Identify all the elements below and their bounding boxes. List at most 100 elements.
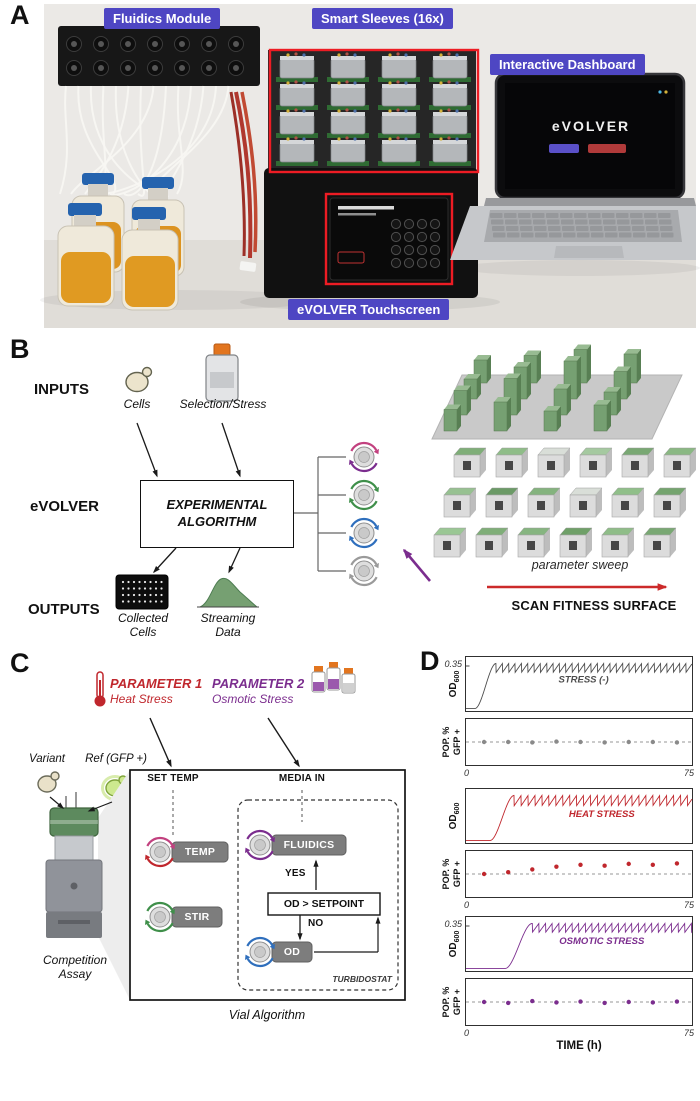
laptop-photo xyxy=(450,72,696,260)
od-setpoint-box xyxy=(267,892,381,916)
parameter-1-subtitle: Heat Stress xyxy=(110,692,173,706)
y-axis-label-od: OD600 xyxy=(447,788,461,844)
set-temp-header: SET TEMP xyxy=(147,773,199,784)
media-in-header: MEDIA IN xyxy=(278,773,326,784)
y-tick-035: 0.35 xyxy=(444,659,462,669)
media-bottles-icon xyxy=(311,662,356,694)
panel-b-schematic xyxy=(115,343,697,610)
knob-icon xyxy=(145,901,175,933)
knob-icon xyxy=(245,829,275,861)
competition-assay-caption: Competition Assay xyxy=(42,953,108,982)
streaming-data-icon xyxy=(197,577,259,608)
od-label-text: OD xyxy=(448,942,459,958)
x-tick-75: 75 xyxy=(683,900,694,910)
y-tick-035: 0.35 xyxy=(444,919,462,929)
y-axis-label-gfp: POP. % GFP + xyxy=(441,978,463,1026)
caption-selection-stress: Selection/Stress xyxy=(179,397,267,411)
row-label-outputs: OUTPUTS xyxy=(28,601,100,618)
turbidostat-label: TURBIDOSTAT xyxy=(332,974,392,984)
x-tick-75: 75 xyxy=(683,1028,694,1038)
panel-c-schematic xyxy=(37,662,406,1001)
knob-icon xyxy=(349,517,379,549)
yes-label: YES xyxy=(285,868,306,879)
parameter-1-title: PARAMETER 1 xyxy=(110,676,203,691)
gfp-label-line2: GFP + xyxy=(451,860,462,888)
x-tick-0: 0 xyxy=(464,900,470,910)
od-label-text: OD xyxy=(448,682,459,698)
caption-streaming-data: Streaming Data xyxy=(200,611,256,640)
thermometer-icon xyxy=(94,671,106,707)
x-axis-label-time: TIME (h) xyxy=(556,1040,602,1052)
plot-gfp-heat-stress xyxy=(465,850,693,898)
stir-capsule xyxy=(171,906,223,928)
x-tick-0: 0 xyxy=(464,1028,470,1038)
dashboard-button xyxy=(549,144,579,153)
label-smart-sleeves: Smart Sleeves (16x) xyxy=(312,8,453,29)
dashboard-button xyxy=(588,144,626,153)
svg-text:HEAT STRESS: HEAT STRESS xyxy=(569,809,635,820)
od-label-text: OD xyxy=(448,814,459,830)
ref-gfp-label: Ref (GFP +) xyxy=(85,753,147,765)
x-tick-75: 75 xyxy=(683,768,694,778)
sleeves-highlight-outline xyxy=(268,48,480,174)
panel-letter-a: A xyxy=(10,0,30,30)
knob-icon xyxy=(349,479,379,511)
gfp-label-line1: POP. % xyxy=(441,986,451,1018)
plot-od-stress-negative: STRESS (-) xyxy=(465,656,693,712)
parameter-knobs xyxy=(349,441,379,587)
sleeve-array xyxy=(433,447,697,558)
panel-a-photo-illustration xyxy=(40,4,700,328)
smart-sleeve-grid xyxy=(276,52,471,166)
gfp-label-line1: POP. % xyxy=(441,726,451,758)
od-label-sub: 600 xyxy=(454,930,461,943)
yeast-cell-icon xyxy=(125,366,153,393)
temp-capsule xyxy=(171,841,229,863)
smart-sleeve-icon xyxy=(45,792,103,938)
knob-icon xyxy=(245,936,275,968)
touchscreen-highlight-outline xyxy=(324,192,454,286)
svg-text:STRESS (-): STRESS (-) xyxy=(558,674,608,685)
plot-gfp-osmotic-stress xyxy=(465,978,693,1026)
x-tick-0: 0 xyxy=(464,768,470,778)
keyboard-keys xyxy=(490,213,674,238)
gfp-label-line2: GFP + xyxy=(451,728,462,756)
fluidics-knob-label: FLUIDICS xyxy=(283,839,335,851)
caption-collected-cells: Collected Cells xyxy=(117,611,169,640)
parameter-2-subtitle: Osmotic Stress xyxy=(212,692,294,706)
od-label-sub: 600 xyxy=(454,802,461,815)
od-label-sub: 600 xyxy=(454,670,461,683)
temp-knob-label: TEMP xyxy=(184,846,216,858)
panel-letter-b: B xyxy=(10,334,30,364)
knob-icon xyxy=(349,441,379,473)
panel-letter-d: D xyxy=(420,646,440,676)
laptop-screen-title: eVOLVER xyxy=(551,118,631,134)
fluidics-module-photo xyxy=(58,26,260,272)
label-fluidics-module: Fluidics Module xyxy=(104,8,221,29)
parameter-2-title: PARAMETER 2 xyxy=(212,676,305,691)
scan-fitness-surface-label: SCAN FITNESS SURFACE xyxy=(511,598,677,613)
zoom-wedge xyxy=(98,770,130,1000)
panel-letter-c: C xyxy=(10,648,30,678)
pump-array xyxy=(66,36,244,76)
knob-icon xyxy=(145,836,175,868)
od-capsule xyxy=(271,941,313,963)
experimental-algorithm-box: EXPERIMENTAL ALGORITHM xyxy=(140,480,294,548)
stir-knob-label: STIR xyxy=(184,911,210,923)
panel-b-arrows xyxy=(136,422,668,591)
turbidostat-dashed-box xyxy=(237,799,399,991)
gfp-label-line1: POP. % xyxy=(441,858,451,890)
evolver-chassis-photo xyxy=(264,48,480,298)
trackpad xyxy=(554,246,624,258)
media-bottle-icon xyxy=(205,343,239,402)
plot-gfp-stress-negative xyxy=(465,718,693,766)
fluidics-capsule xyxy=(271,834,347,856)
y-axis-label-gfp: POP. % GFP + xyxy=(441,850,463,898)
panel-c-arrows-and-knobs xyxy=(49,717,381,968)
y-axis-label-gfp: POP. % GFP + xyxy=(441,718,463,766)
well-plate-icon xyxy=(115,574,169,610)
svg-text:OSMOTIC STRESS: OSMOTIC STRESS xyxy=(559,936,645,947)
plot-od-osmotic-stress: OSMOTIC STRESS xyxy=(465,916,693,972)
touchscreen-vial-grid xyxy=(390,218,441,269)
row-label-evolver: eVOLVER xyxy=(30,498,99,515)
parameter-sweep-label: parameter sweep xyxy=(531,558,629,572)
